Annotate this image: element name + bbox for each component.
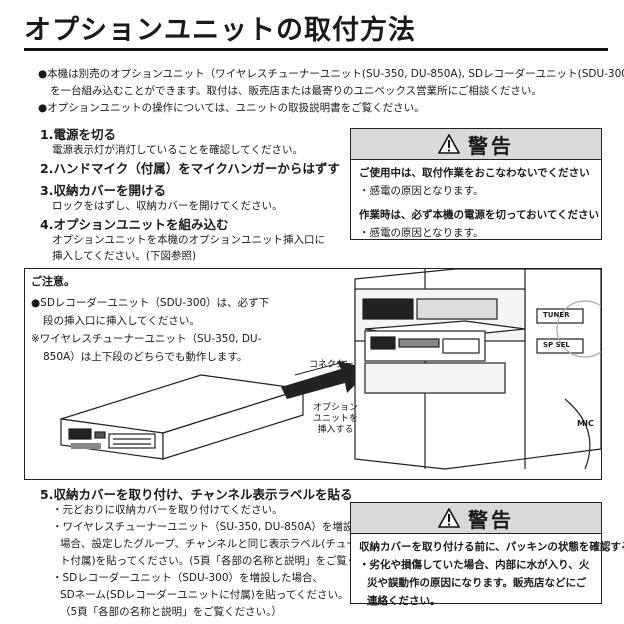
warning-header: 警告 [351, 129, 601, 160]
option-unit-illustration [60, 374, 304, 460]
step-5-line: ・ワイヤレスチューナーユニット（SU-350, DU-850A）を増設した [52, 521, 375, 533]
warning-line: 収納カバーを取り付ける前に、パッキンの状態を確認する [359, 541, 624, 553]
step-5-line: 場合、設定したグループ、チャンネルと同じ表示ラベル(チューナーユニッ [60, 538, 410, 550]
insert-label-line: ユニットを [313, 414, 359, 424]
step-3-body: ロックをはずし、収納カバーを開けてください。 [52, 200, 283, 212]
warning-header: 警告 [351, 503, 601, 534]
warning-box-1: 警告 ご使用中は、取付作業をおこなわないでください ・感電の原因となります。 作… [350, 128, 602, 240]
page-title: オプションユニットの取付方法 [24, 15, 416, 46]
step-2-heading: 2.ハンドマイク（付属）をマイクハンガーからはずす [40, 161, 340, 176]
step-3-heading: 3.収納カバーを開ける [40, 183, 166, 198]
step-5-line: ・元どおりに収納カバーを取り付けてください。 [52, 504, 283, 516]
warning-line: ・感電の原因となります。 [359, 227, 484, 239]
insert-label-line: 挿入する [317, 425, 354, 435]
warning-line: 作業時は、必ず本機の電源を切っておいてください [359, 209, 600, 221]
step-4-body-2: 挿入してください。(下図参照) [52, 250, 197, 262]
step-5-heading: 5.収納カバーを取り付け、チャンネル表示ラベルを貼る [40, 487, 353, 502]
warning-box-2: 警告 収納カバーを取り付ける前に、パッキンの状態を確認する ・劣化や損傷していた… [350, 502, 624, 607]
step-5-line: SDネーム(SDレコーダーユニットに付属)を貼ってください。 [60, 589, 349, 601]
step-4-heading: 4.オプションユニットを組み込む [40, 217, 229, 232]
warning-title: 警告 [468, 507, 514, 532]
panel-label-tuner: TUNER [543, 311, 570, 319]
warning-triangle-icon [438, 134, 460, 154]
caution-note: ご注意。 ●SDレコーダーユニット（SDU-300）は、必ず下 段の挿入口に挿入… [31, 273, 311, 373]
warning-line: 災や誤動作の原因になります。販売店などにご [367, 577, 587, 589]
installation-diagram [60, 269, 601, 470]
connector-label: コネクター [309, 360, 354, 370]
intro-line-3: ●オプションユニットの操作については、ユニットの取扱説明書をご覧ください。 [38, 102, 425, 114]
step-5-line: ト付属)を貼ってください。(5頁「各部の名称と説明」をご覧ください。) [60, 555, 399, 567]
intro-line-1: ●本機は別売のオプションユニット（ワイヤレスチューナーユニット(SU-350, … [38, 68, 624, 80]
insert-label-line: オプション [313, 403, 359, 413]
warning-title: 警告 [468, 133, 514, 158]
step-1-body: 電源表示灯が消灯していることを確認してください。 [52, 144, 304, 156]
mic-label: MIC [577, 419, 594, 428]
warning-line: 連絡ください。 [367, 595, 441, 607]
step-4-body-1: オプションユニットを本機のオプションユニット挿入口に [52, 234, 325, 246]
main-unit-illustration [354, 269, 601, 470]
caution-note-line: 段の挿入口に挿入してください。 [43, 315, 200, 327]
warning-line: ご使用中は、取付作業をおこなわないでください [359, 167, 590, 179]
warning-line: ・劣化や損傷していた場合、内部に水が入り、火 [359, 559, 590, 571]
installation-figure: ご注意。 ●SDレコーダーユニット（SDU-300）は、必ず下 段の挿入口に挿入… [24, 268, 602, 480]
step-5-line: ・SDレコーダーユニット（SDU-300）を増設した場合、 [52, 572, 324, 584]
intro-line-2: を一台組み込むことができます。取付は、販売店または最寄りのユニペックス営業所にご… [50, 85, 542, 97]
panel-label-sp-sel: SP SEL [543, 341, 570, 349]
step-1-heading: 1.電源を切る [40, 127, 116, 142]
caution-note-line: 850A）は上下段のどちらでも動作します。 [43, 351, 248, 363]
warning-line: ・感電の原因となります。 [359, 185, 484, 197]
caution-note-title: ご注意。 [31, 275, 75, 288]
caution-note-line: ※ワイヤレスチューナーユニット（SU-350, DU- [31, 333, 262, 345]
warning-triangle-icon [438, 508, 460, 528]
step-5-line: （5頁「各部の名称と説明」をご覧ください。） [60, 606, 282, 618]
insert-arrow [281, 361, 371, 399]
connector-leader-line [294, 360, 348, 376]
caution-note-line: ●SDレコーダーユニット（SDU-300）は、必ず下 [31, 297, 270, 309]
title-rule [24, 48, 608, 51]
insert-label: オプション ユニットを 挿入する [313, 403, 358, 436]
